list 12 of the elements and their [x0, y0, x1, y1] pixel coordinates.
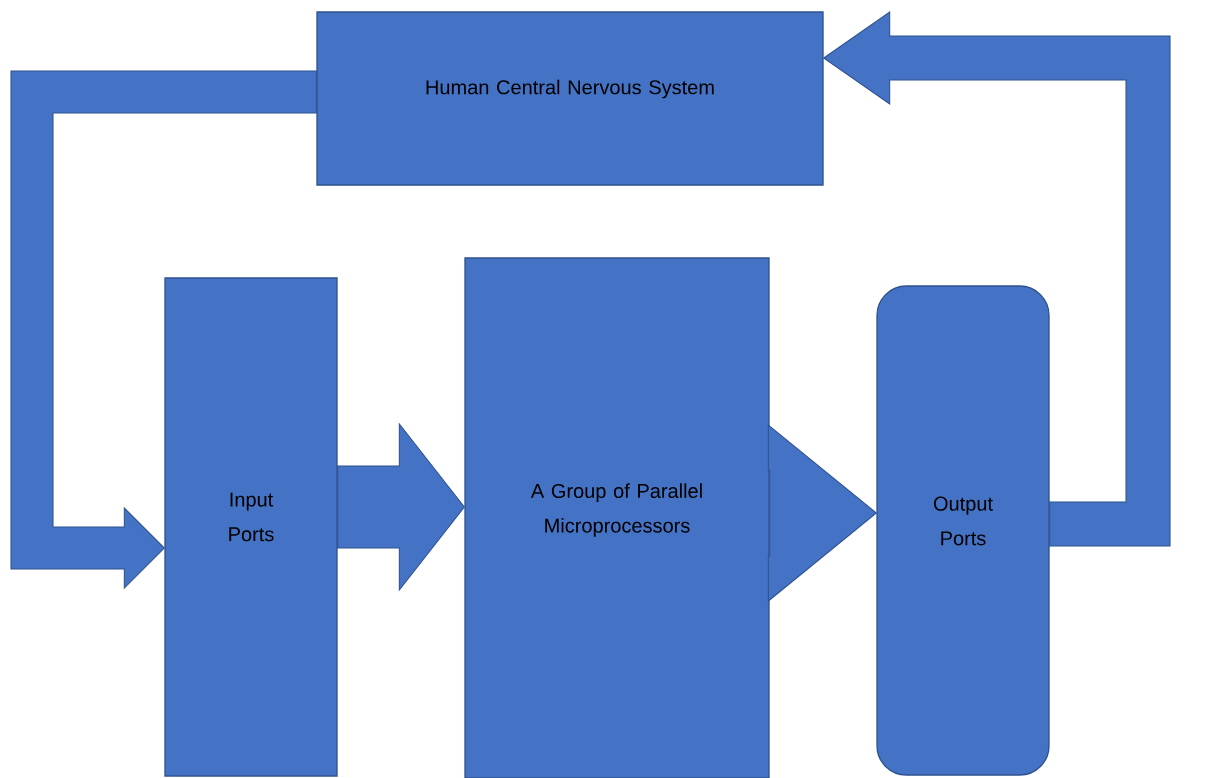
node-label: Human Central Nervous System — [426, 79, 714, 99]
block-arrow — [822, 10, 1171, 547]
block-arrow — [337, 422, 465, 592]
system-box — [316, 11, 824, 186]
block-arrow — [767, 423, 878, 603]
block-arrow — [10, 70, 317, 590]
port-box — [164, 277, 338, 777]
node-label: A Group of Parallel Microprocessors — [530, 483, 702, 537]
processor-box — [464, 257, 770, 778]
port-box — [876, 285, 1050, 776]
node-label: Output Ports — [933, 496, 993, 546]
node-label: Input Ports — [229, 492, 274, 542]
